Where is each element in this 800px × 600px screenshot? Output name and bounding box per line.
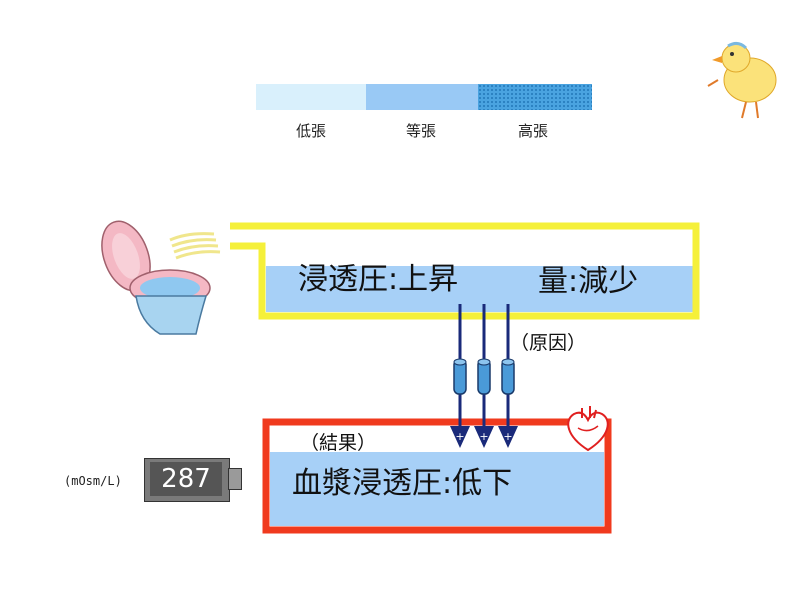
plus-3: + (503, 430, 512, 443)
water-reabsorption-arrows: + + + (450, 304, 518, 448)
urine-volume-text: 量:減少 (538, 264, 639, 299)
meter-probe (228, 468, 242, 490)
chick-icon (707, 41, 777, 119)
plasma-box (262, 418, 612, 534)
urine-osmolality-text: 浸透圧:上昇 (298, 262, 459, 297)
toilet-icon (101, 220, 221, 335)
legend-swatch-hypotonic (256, 84, 366, 110)
cause-label: （原因） (510, 332, 587, 354)
legend-swatch-hypertonic (478, 84, 592, 110)
result-label: （結果） (300, 432, 377, 454)
plus-1: + (455, 430, 464, 443)
plasma-osmolality-text: 血漿浸透圧:低下 (292, 466, 513, 501)
urine-box (230, 222, 700, 320)
arrow-3 (498, 304, 518, 448)
arrow-1 (450, 304, 470, 448)
meter-unit: (mOsm/L) (64, 474, 122, 488)
meter-value: 287 (150, 462, 222, 496)
legend-label-isotonic: 等張 (405, 122, 436, 140)
plus-2: + (479, 430, 488, 443)
legend-swatch-isotonic (366, 84, 478, 110)
legend-label-hypotonic: 低張 (295, 122, 326, 140)
legend-label-hypertonic: 高張 (517, 122, 548, 140)
heart-icon (567, 406, 609, 452)
arrow-2 (474, 304, 494, 448)
